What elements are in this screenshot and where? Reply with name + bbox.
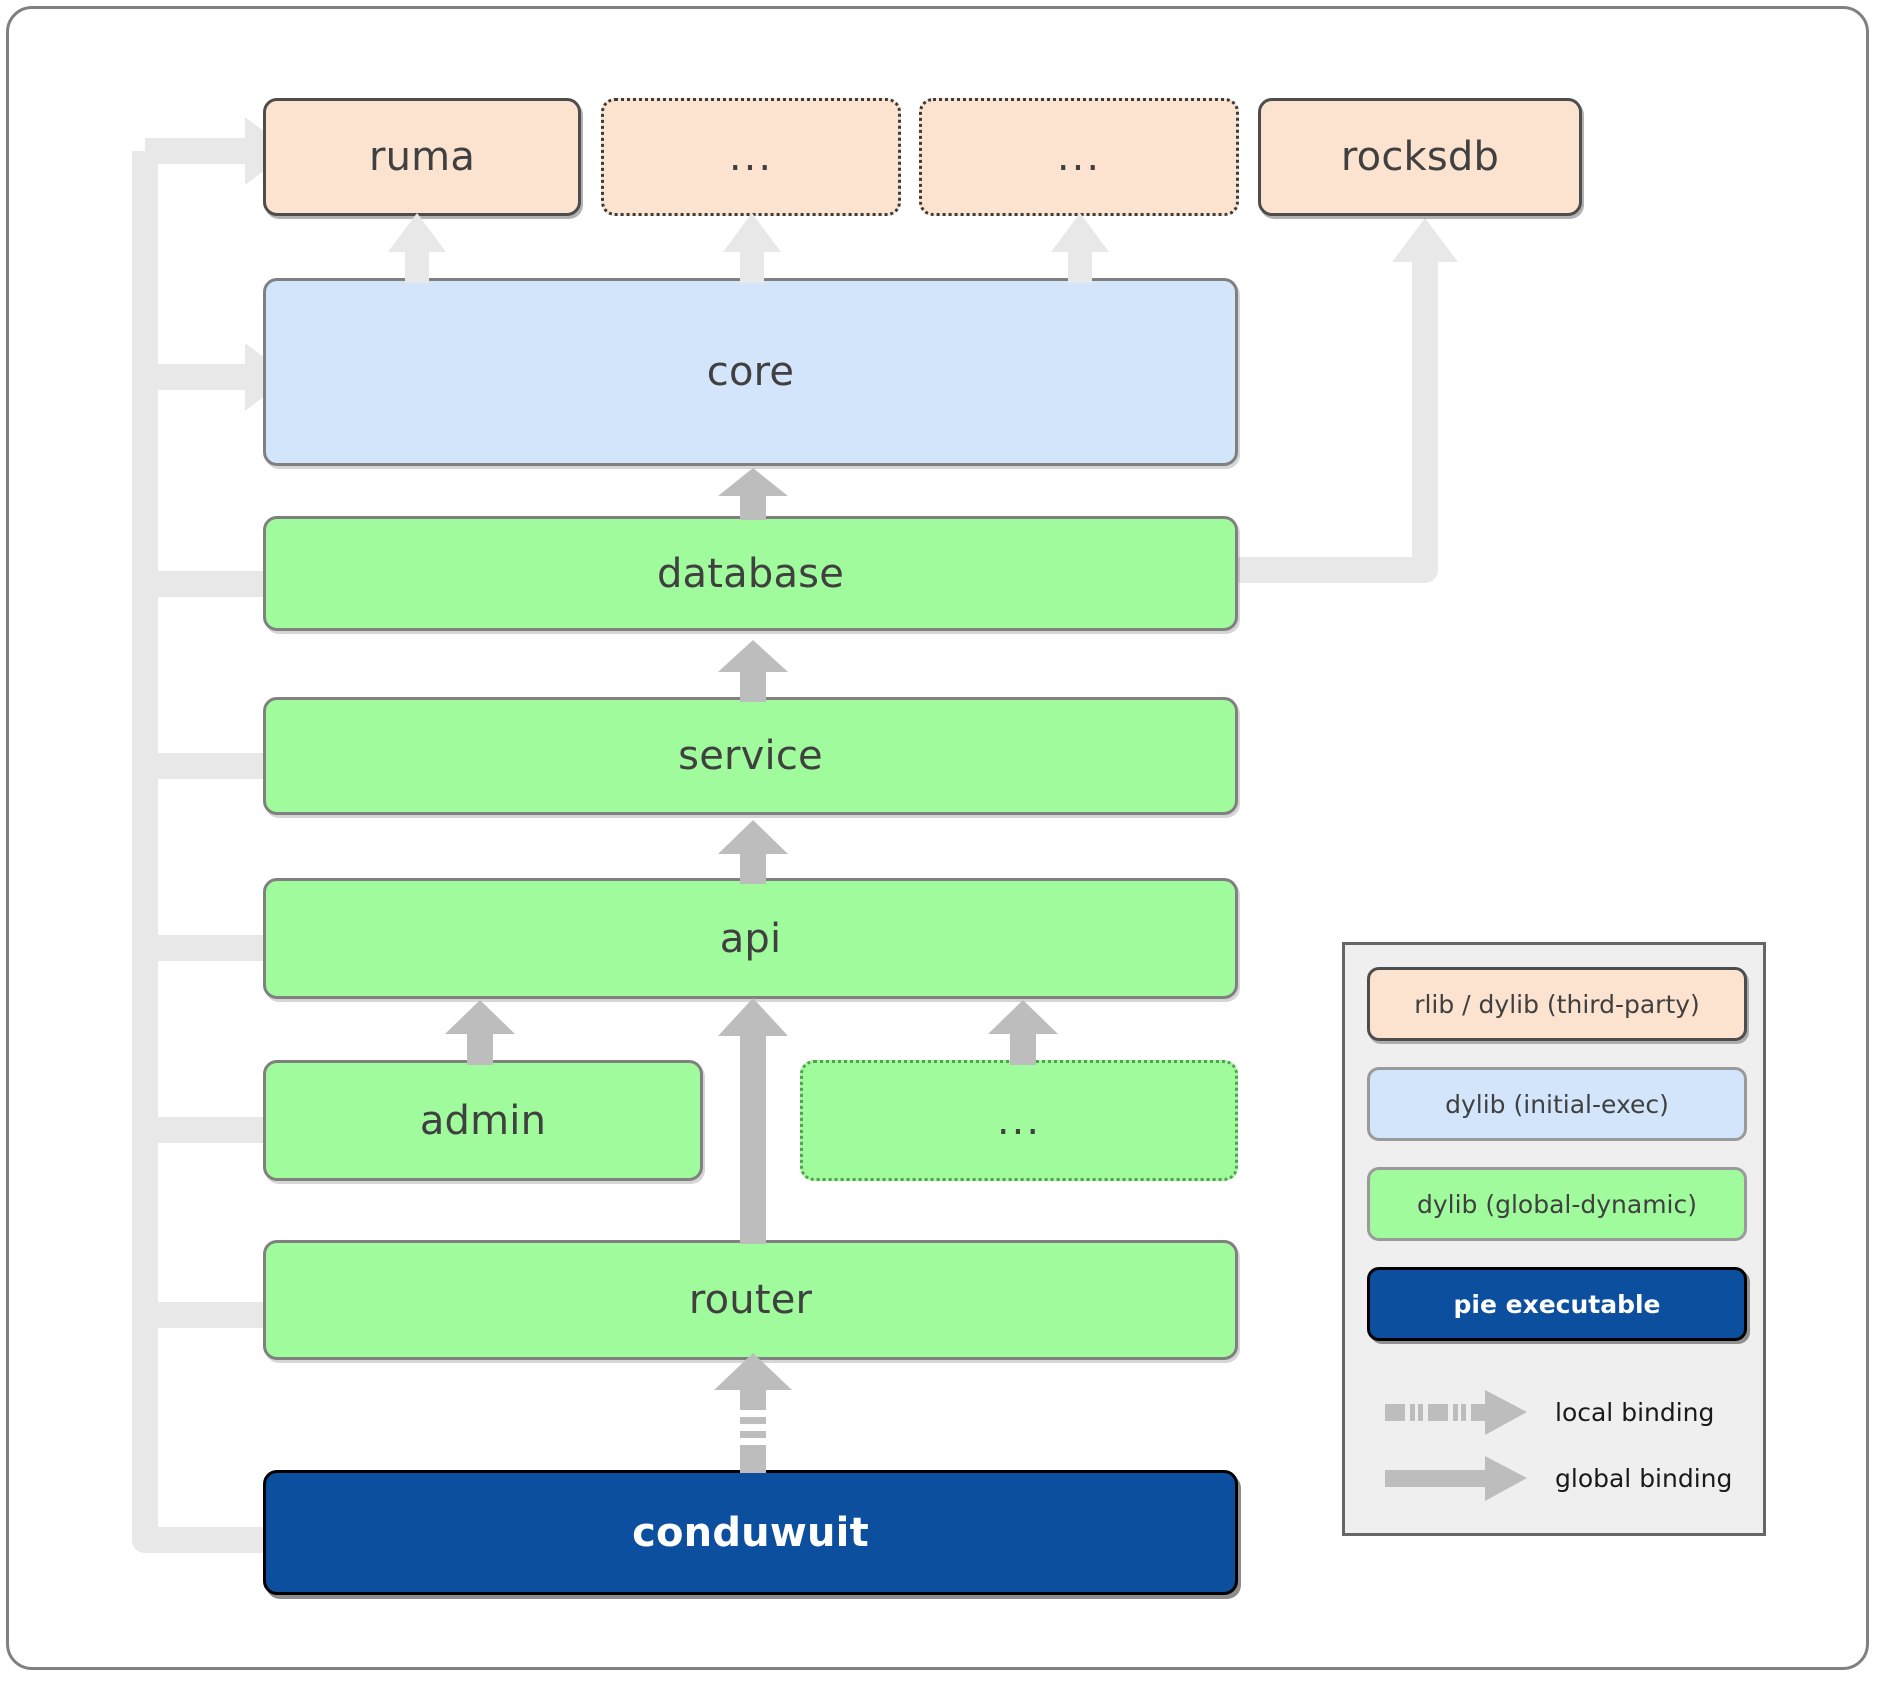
- node-core[interactable]: core: [263, 278, 1238, 466]
- node-label-third-a: ...: [728, 134, 774, 180]
- node-label-router: router: [688, 1277, 813, 1323]
- legend-panel: rlib / dylib (third-party) dylib (initia…: [1342, 942, 1766, 1536]
- legend-label-initial-exec: dylib (initial-exec): [1445, 1089, 1669, 1119]
- node-label-database: database: [656, 550, 845, 597]
- global-binding-arrow-icon: [1385, 1456, 1527, 1501]
- node-label-api-other: ...: [996, 1097, 1042, 1144]
- node-api-other[interactable]: ...: [800, 1060, 1238, 1181]
- node-third-b[interactable]: ...: [919, 98, 1239, 216]
- node-label-conduwuit: conduwuit: [632, 1509, 869, 1556]
- node-conduwuit[interactable]: conduwuit: [263, 1470, 1238, 1595]
- legend-label-third-party: rlib / dylib (third-party): [1414, 989, 1700, 1019]
- legend-key-label-global: global binding: [1555, 1463, 1733, 1493]
- node-admin[interactable]: admin: [263, 1060, 703, 1181]
- legend-chip-pie: pie executable: [1367, 1267, 1747, 1341]
- node-label-api: api: [719, 915, 782, 962]
- node-ruma[interactable]: ruma: [263, 98, 581, 216]
- node-router[interactable]: router: [263, 1240, 1238, 1360]
- node-label-service: service: [678, 733, 823, 779]
- node-api[interactable]: api: [263, 878, 1238, 999]
- legend-key-label-local: local binding: [1555, 1397, 1715, 1427]
- legend-chip-third-party: rlib / dylib (third-party): [1367, 967, 1747, 1041]
- node-label-admin: admin: [419, 1097, 547, 1144]
- node-label-third-b: ...: [1056, 134, 1102, 180]
- legend-key-global-binding: global binding: [1385, 1453, 1732, 1503]
- legend-chip-initial-exec: dylib (initial-exec): [1367, 1067, 1747, 1141]
- node-service[interactable]: service: [263, 697, 1238, 815]
- node-third-a[interactable]: ...: [601, 98, 901, 216]
- node-label-ruma: ruma: [368, 134, 476, 180]
- node-database[interactable]: database: [263, 516, 1238, 631]
- node-label-core: core: [706, 349, 795, 395]
- node-rocksdb[interactable]: rocksdb: [1258, 98, 1582, 216]
- legend-key-local-binding: local binding: [1385, 1387, 1714, 1437]
- local-binding-arrow-icon: [1385, 1390, 1527, 1435]
- node-label-rocksdb: rocksdb: [1340, 134, 1500, 180]
- legend-label-pie: pie executable: [1453, 1289, 1661, 1319]
- legend-chip-global-dynamic: dylib (global-dynamic): [1367, 1167, 1747, 1241]
- legend-label-global-dynamic: dylib (global-dynamic): [1416, 1189, 1698, 1219]
